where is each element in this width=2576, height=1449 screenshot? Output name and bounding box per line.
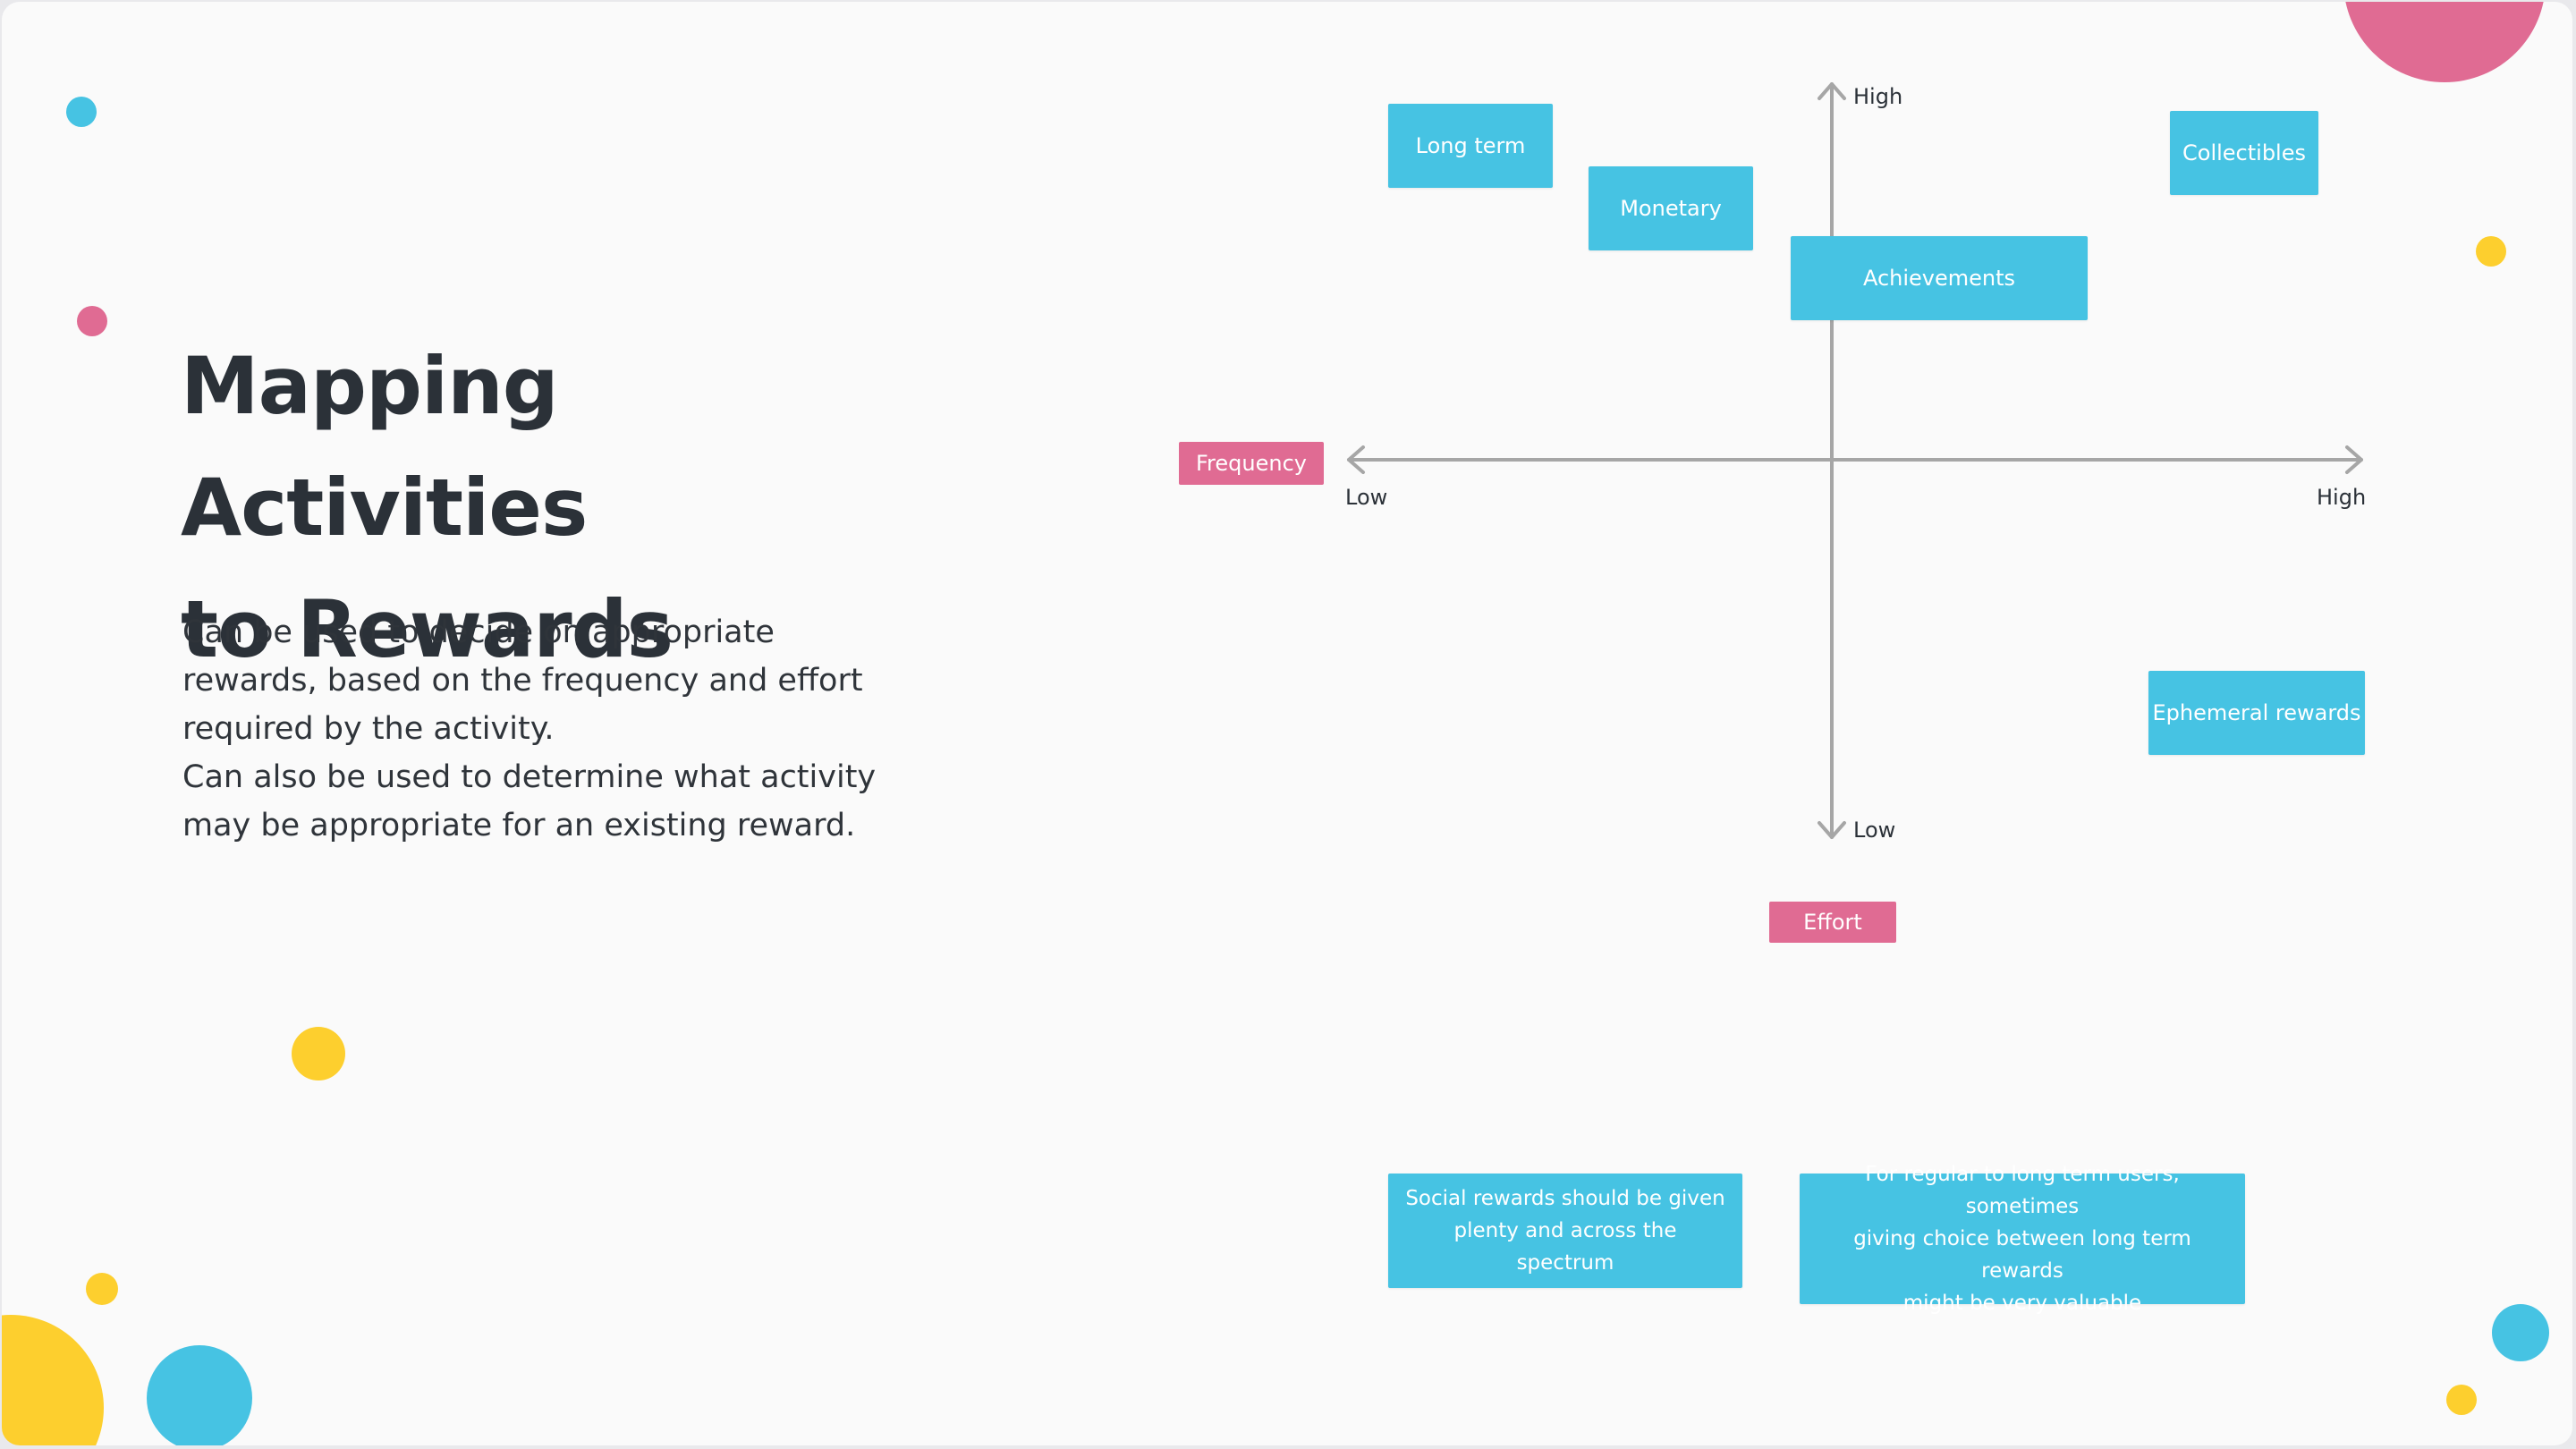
vertical-high-label: High (1853, 84, 1903, 109)
tag-monetary: Monetary (1589, 166, 1753, 250)
horizontal-axis-right-arrow (2345, 445, 2363, 474)
tag-achievements: Achievements (1791, 236, 2088, 320)
note-social-rewards: Social rewards should be given plenty an… (1388, 1174, 1742, 1288)
description-line-4: Can also be used to determine what activ… (182, 759, 877, 795)
effort-axis-label: Effort (1769, 902, 1896, 943)
title-line-2: to Rewards (181, 583, 674, 675)
note-regular-line-3: might be very valuable (1902, 1292, 2142, 1315)
note-social-line-2: plenty and across the spectrum (1453, 1219, 1677, 1275)
decor-circle-yellow-bottom-right (2446, 1385, 2477, 1415)
slide-title: Mapping Activities to Rewards (181, 326, 986, 691)
decor-circle-yellow-right (2476, 236, 2506, 267)
tag-ephemeral-rewards: Ephemeral rewards (2148, 671, 2365, 755)
decor-circle-pink-small (77, 306, 107, 336)
horizontal-axis-left-arrow (1347, 445, 1365, 474)
vertical-low-label: Low (1853, 818, 1896, 843)
description-line-5: may be appropriate for an existing rewar… (182, 808, 856, 843)
note-social-line-1: Social rewards should be given (1405, 1187, 1725, 1210)
tag-collectibles: Collectibles (2170, 111, 2318, 195)
horizontal-high-label: High (2317, 485, 2367, 510)
description-line-1: Can be used to decide on appropriate (182, 614, 775, 650)
frequency-axis-label: Frequency (1179, 442, 1324, 485)
decor-circle-blue-bottom-right (2492, 1304, 2549, 1361)
title-line-1: Mapping Activities (181, 340, 588, 554)
decor-circle-yellow-mid (292, 1027, 345, 1080)
tag-long-term: Long term (1388, 104, 1553, 188)
horizontal-low-label: Low (1345, 485, 1388, 510)
note-regular-line-2: giving choice between long term rewards (1853, 1227, 2191, 1283)
vertical-axis-top-arrow (1818, 82, 1846, 100)
vertical-axis-bottom-arrow (1818, 821, 1846, 839)
description-line-3: required by the activity. (182, 711, 555, 747)
decor-circle-blue-large (147, 1345, 252, 1445)
decor-circle-blue-small (66, 97, 97, 127)
note-regular-line-1: For regular to long term users, sometime… (1865, 1163, 2180, 1218)
slide-description: Can be used to decide on appropriate rew… (182, 608, 987, 850)
note-regular-users: For regular to long term users, sometime… (1800, 1163, 2245, 1315)
decor-circle-yellow-tiny (86, 1273, 118, 1305)
description-line-2: rewards, based on the frequency and effo… (182, 663, 863, 699)
